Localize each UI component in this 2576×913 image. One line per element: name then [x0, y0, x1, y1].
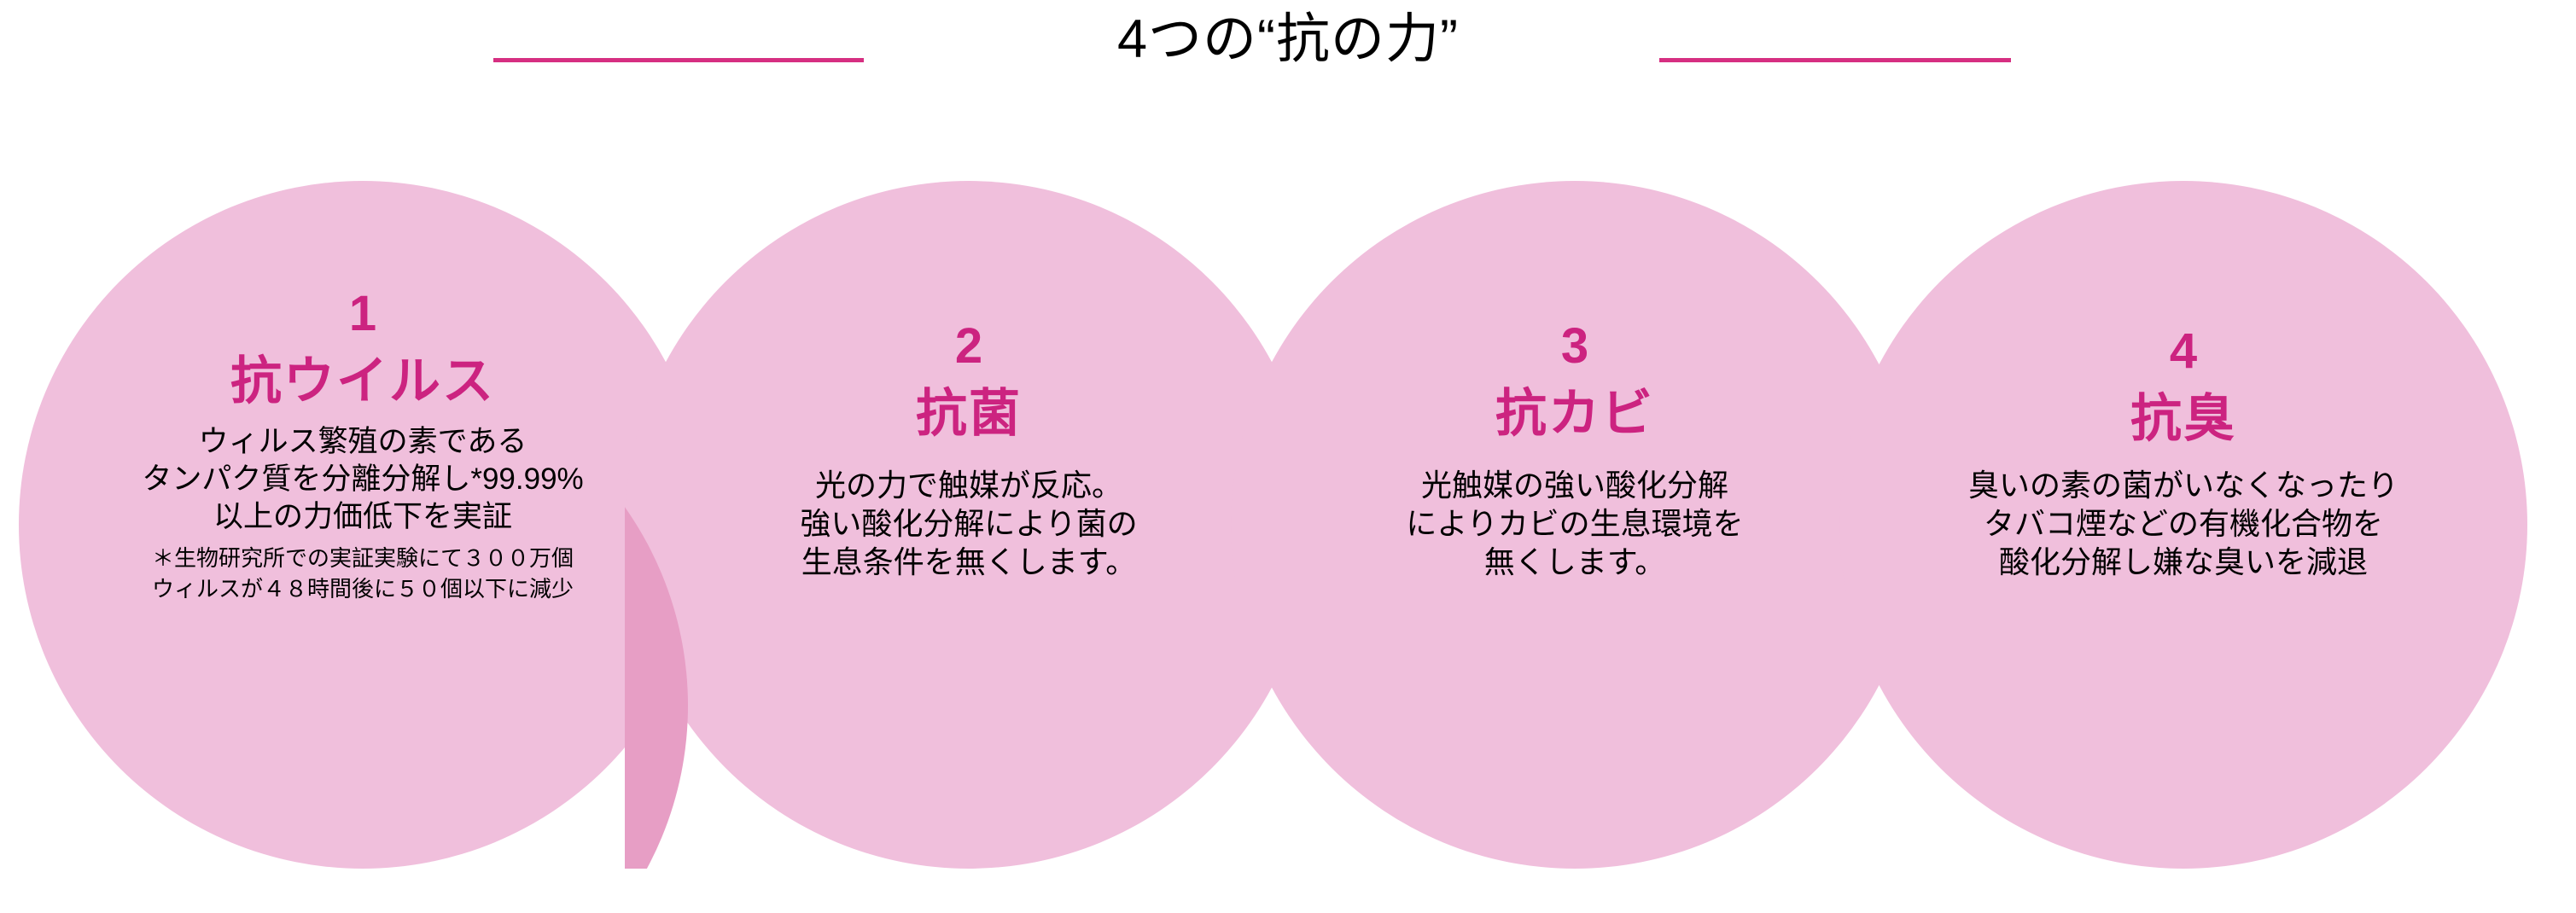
circle-shape-1: [19, 181, 707, 869]
circle-content-4: 4 抗臭 臭いの素の菌がいなくなったり タバコ煙などの有機化合物を 酸化分解し嫌…: [1839, 181, 2527, 869]
circle-footnote-1: ＊生物研究所での実証実験にて３００万個 ウィルスが４８時間後に５０個以下に減少: [151, 545, 574, 602]
circle-number-2: 2: [954, 318, 983, 374]
circle-heading-3: 抗カビ: [1495, 385, 1654, 442]
circle-body-2: 光の力で触媒が反応。 強い酸化分解により菌の 生息条件を無くします。: [800, 468, 1138, 579]
circle-content-1: 1 抗ウイルス ウィルス繁殖の素である タンパク質を分離分解し*99.99% 以…: [19, 181, 707, 869]
circle-content-2: 2 抗菌 光の力で触媒が反応。 強い酸化分解により菌の 生息条件を無くします。: [625, 181, 1313, 869]
title-rule-right: [1659, 58, 2011, 62]
page-header: 4つの“抗の力”: [0, 0, 2576, 94]
circle-body-4: 臭いの素の菌がいなくなったり タバコ煙などの有機化合物を 酸化分解し嫌な臭いを減…: [1967, 468, 2398, 579]
circle-shape-4: [1839, 181, 2527, 869]
circle-body-3: 光触媒の強い酸化分解 によりカビの生息環境を 無くします。: [1406, 468, 1744, 579]
circle-body-1: ウィルス繁殖の素である タンパク質を分離分解し*99.99% 以上の力価低下を実…: [142, 425, 584, 533]
circle-shape-3: [1231, 181, 1919, 869]
circle-heading-1: 抗ウイルス: [230, 352, 495, 410]
circle-overlap-1-2: [625, 181, 707, 869]
page-title: 4つの“抗の力”: [1117, 9, 1459, 69]
circle-content-3: 3 抗カビ 光触媒の強い酸化分解 によりカビの生息環境を 無くします。: [1231, 181, 1919, 869]
circle-heading-2: 抗菌: [916, 385, 1022, 442]
circle-shape-2: [625, 181, 1313, 869]
circle-number-3: 3: [1560, 318, 1589, 374]
title-rule-left: [493, 58, 864, 62]
circle-number-1: 1: [348, 286, 377, 341]
circle-number-4: 4: [2169, 323, 2198, 379]
circle-heading-4: 抗臭: [2130, 390, 2236, 447]
